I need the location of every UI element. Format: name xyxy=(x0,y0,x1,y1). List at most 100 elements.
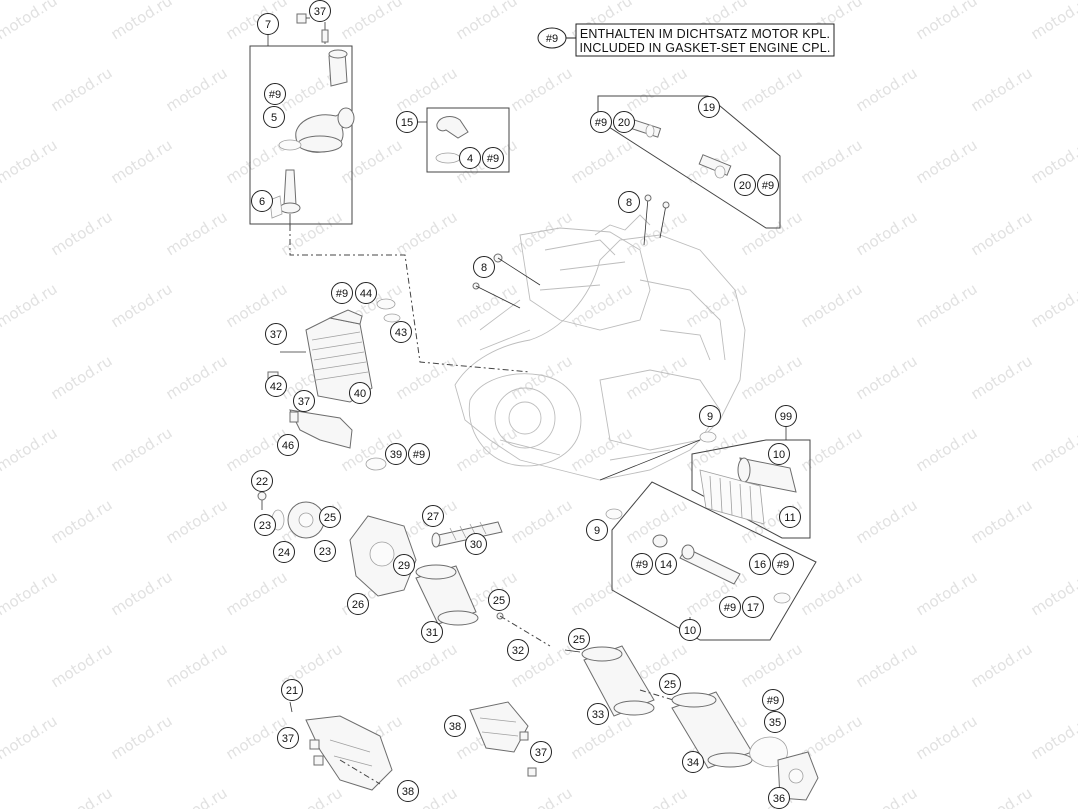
watermark-text: motod.ru xyxy=(223,0,291,43)
watermark-text: motod.ru xyxy=(623,64,691,116)
watermark-text: motod.ru xyxy=(108,280,176,332)
callout-bubble: 9 xyxy=(586,519,608,541)
watermark-text: motod.ru xyxy=(223,280,291,332)
callout-number: 39 xyxy=(390,449,402,461)
callout-circle xyxy=(349,382,371,404)
callout-number: 29 xyxy=(398,560,410,572)
oil-cooler-group-40 xyxy=(267,298,401,471)
callout-circle xyxy=(265,323,287,345)
callout-bubble: 8 xyxy=(473,256,495,278)
watermark-text: motod.ru xyxy=(0,280,60,332)
watermark-text: motod.ru xyxy=(338,0,406,43)
callout-number: 16 xyxy=(754,559,766,571)
callout-bubble: 25 xyxy=(659,673,681,695)
callout-bubble: 26 xyxy=(347,593,369,615)
watermark-text: motod.ru xyxy=(0,712,60,764)
callout-circle xyxy=(281,679,303,701)
callout-number: 38 xyxy=(449,721,461,733)
watermark-text: motod.ru xyxy=(278,784,346,809)
watermark-text: motod.ru xyxy=(108,0,176,43)
callout-number: 11 xyxy=(784,512,795,524)
watermark-text: motod.ru xyxy=(48,352,116,404)
watermark-text: motod.ru xyxy=(163,640,231,692)
watermark-text: motod.ru xyxy=(1028,280,1078,332)
callout-circle xyxy=(273,541,295,563)
group-15-elbow-seal xyxy=(418,107,510,173)
watermark-text: motod.ru xyxy=(48,496,116,548)
callout-circle xyxy=(277,434,299,456)
callout-bubble: 10 xyxy=(679,619,701,641)
callout-bubble: 36 xyxy=(768,787,790,809)
callout-circle xyxy=(314,540,336,562)
callout-number: 14 xyxy=(660,559,672,571)
watermark-text: motod.ru xyxy=(508,64,576,116)
callout-number: 43 xyxy=(395,327,407,339)
callout-bubble: 25 xyxy=(568,628,590,650)
callout-bubble: 5 xyxy=(263,106,285,128)
callout-bubble: 25 xyxy=(488,589,510,611)
watermark-text: motod.ru xyxy=(1028,136,1078,188)
callout-number: 31 xyxy=(426,627,438,639)
callout-circle xyxy=(331,282,353,304)
watermark-text: motod.ru xyxy=(853,496,921,548)
callout-circle xyxy=(422,505,444,527)
bottom-middle-bracket-group xyxy=(469,701,537,777)
callout-number: #9 xyxy=(777,559,789,571)
watermark-text: motod.ru xyxy=(798,280,866,332)
callout-circle xyxy=(390,321,412,343)
watermark-text: motod.ru xyxy=(108,568,176,620)
callout-number: 4 xyxy=(467,153,473,165)
watermark-text: motod.ru xyxy=(108,424,176,476)
callout-circle xyxy=(385,443,407,465)
callout-circle xyxy=(655,553,677,575)
callout-number: 9 xyxy=(707,411,713,423)
callout-number: 44 xyxy=(360,288,372,300)
callout-circle xyxy=(309,0,331,22)
callout-circle xyxy=(347,593,369,615)
callout-circle xyxy=(682,751,704,773)
callout-bubble: 10 xyxy=(768,443,790,465)
callout-bubble: 34 xyxy=(682,751,704,773)
callout-circle xyxy=(459,147,481,169)
watermark-text: motod.ru xyxy=(853,352,921,404)
callout-number: 42 xyxy=(270,381,282,393)
callout-bubble: 20 xyxy=(734,174,756,196)
watermark-text: motod.ru xyxy=(623,352,691,404)
callout-bubble: 17 xyxy=(742,596,764,618)
watermark-text: motod.ru xyxy=(968,496,1036,548)
watermark-text: motod.ru xyxy=(393,640,461,692)
callout-number: #9 xyxy=(413,449,425,461)
bolt-set-8 xyxy=(472,194,670,309)
watermark-text: motod.ru xyxy=(968,64,1036,116)
watermark-text: motod.ru xyxy=(278,208,346,260)
callout-bubble: #9 xyxy=(719,596,741,618)
watermark-text: motod.ru xyxy=(48,208,116,260)
watermark-text: motod.ru xyxy=(798,424,866,476)
callout-circle xyxy=(396,111,418,133)
callout-number: 27 xyxy=(427,511,439,523)
watermark-text: motod.ru xyxy=(853,208,921,260)
callout-circle xyxy=(408,443,430,465)
watermark-text: motod.ru xyxy=(623,208,691,260)
callout-circle xyxy=(251,190,273,212)
callout-bubble: 6 xyxy=(251,190,273,212)
callout-bubble: #9 xyxy=(482,147,504,169)
callout-circle xyxy=(507,639,529,661)
callout-number: 34 xyxy=(687,757,699,769)
callout-number: 37 xyxy=(270,329,282,341)
callout-bubble: 35 xyxy=(764,711,786,733)
watermark-text: motod.ru xyxy=(913,136,981,188)
group-7-oil-filler xyxy=(249,13,355,225)
callout-circle xyxy=(444,715,466,737)
callout-bubble: 30 xyxy=(465,533,487,555)
callout-circle xyxy=(734,174,756,196)
callout-number: #9 xyxy=(767,695,779,707)
callout-bubble: 38 xyxy=(397,780,419,802)
watermark-text: motod.ru xyxy=(163,64,231,116)
callout-bubble: 31 xyxy=(421,621,443,643)
callout-bubble: 37 xyxy=(530,741,552,763)
callout-number: 22 xyxy=(256,476,268,488)
callout-circle xyxy=(742,596,764,618)
callout-circle xyxy=(482,147,504,169)
